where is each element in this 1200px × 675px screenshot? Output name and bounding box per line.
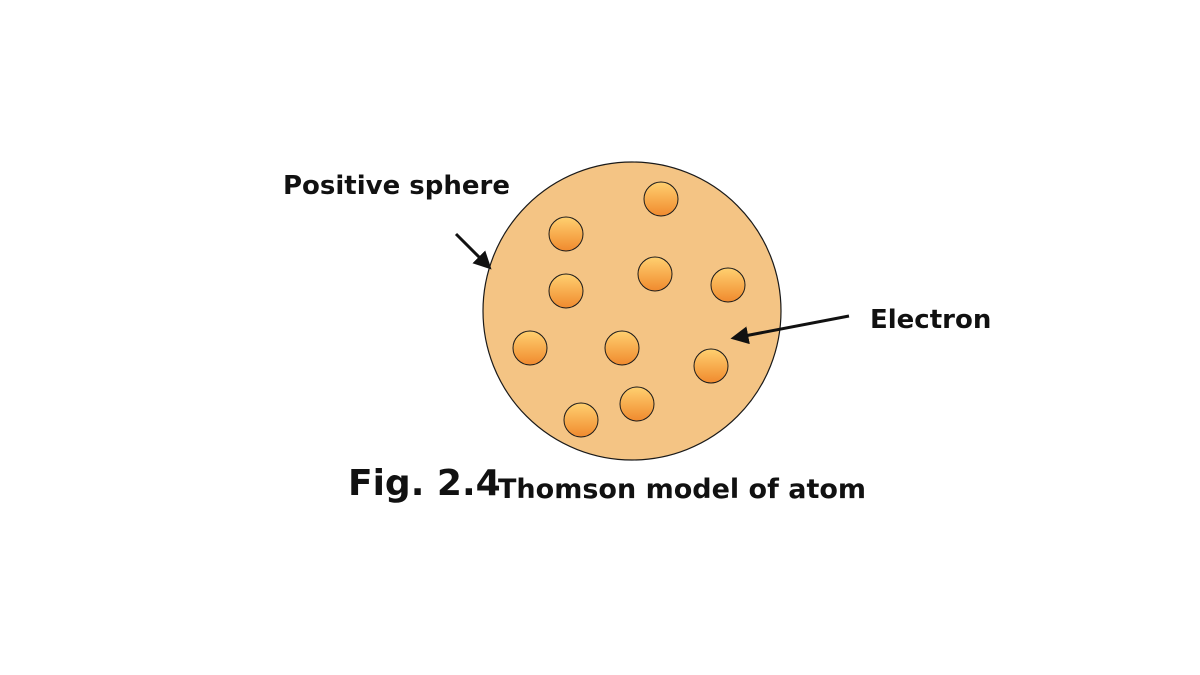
electron-icon <box>563 402 599 438</box>
electron-icon <box>693 348 729 384</box>
electron-icon <box>619 386 655 422</box>
electron-icon <box>512 330 548 366</box>
positive-sphere-label: Positive sphere <box>283 171 510 201</box>
electron-label: Electron <box>870 305 992 335</box>
electron-icon <box>548 216 584 252</box>
electron-icon <box>710 267 746 303</box>
figure-number: Fig. 2.4 <box>348 463 501 504</box>
electron-icon <box>637 256 673 292</box>
figure-caption: Thomson model of atom <box>498 474 867 505</box>
positive-sphere-arrow-icon <box>454 232 492 270</box>
electron-icon <box>643 181 679 217</box>
electron-icon <box>604 330 640 366</box>
electron-arrow-icon <box>730 314 850 345</box>
electron-icon <box>548 273 584 309</box>
electrons <box>512 181 746 438</box>
